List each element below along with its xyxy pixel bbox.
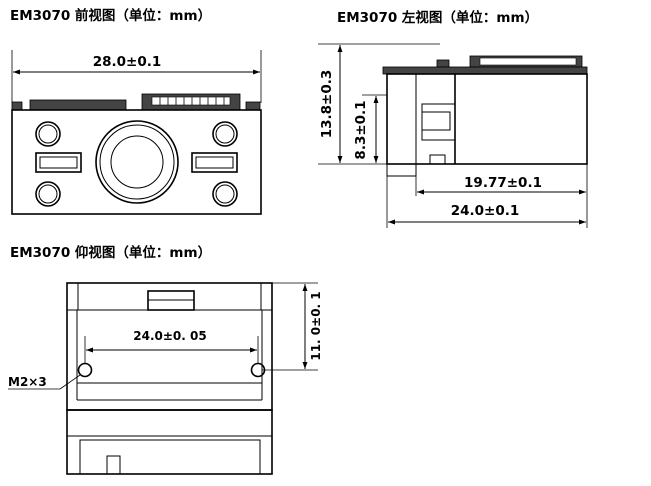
front-connectors <box>11 93 261 111</box>
front-lens <box>95 120 179 204</box>
left-pcb <box>382 66 588 75</box>
front-width-dimension: 28.0±0.1 <box>11 50 262 103</box>
bottom-screw-holes <box>77 362 266 378</box>
screw-callout: M2×3 <box>8 374 81 390</box>
bottom-view: EM3070 仰视图（单位：mm） 24.0 <box>8 244 323 475</box>
front-body <box>11 109 262 215</box>
bottom-lower-module <box>66 409 273 475</box>
bottom-view-title: EM3070 仰视图（单位：mm） <box>10 244 211 261</box>
bottom-height-label: 11. 0±0. 1 <box>309 291 323 360</box>
left-view-title: EM3070 左视图（单位：mm） <box>337 9 538 26</box>
left-total-length-label: 24.0±0.1 <box>451 203 520 219</box>
left-total-length-dimension: 24.0±0.1 <box>386 176 586 228</box>
front-view-title: EM3070 前视图（单位：mm） <box>10 7 211 24</box>
left-body <box>386 73 588 177</box>
front-mount-holes <box>35 121 238 207</box>
front-led-windows <box>35 152 238 173</box>
front-view: EM3070 前视图（单位：mm） 28.0±0.1 <box>10 7 262 215</box>
left-inner-height-dimension: 8.3±0.1 <box>353 94 387 163</box>
left-connectors <box>436 55 583 68</box>
bottom-hole-spacing-label: 24.0±0. 05 <box>133 329 206 343</box>
bottom-body <box>66 282 273 411</box>
front-width-label: 28.0±0.1 <box>93 54 162 70</box>
left-inner-length-dimension: 19.77±0.1 <box>415 164 588 228</box>
left-total-height-dimension: 13.8±0.3 <box>318 43 440 165</box>
left-total-height-label: 13.8±0.3 <box>319 70 335 139</box>
screw-callout-label: M2×3 <box>8 375 47 389</box>
left-view: EM3070 左视图（单位：mm） 13.8±0.3 8.3±0.1 <box>318 9 588 228</box>
left-inner-length-label: 19.77±0.1 <box>464 175 542 191</box>
bottom-height-dimension: 11. 0±0. 1 <box>200 282 323 371</box>
left-inner-height-label: 8.3±0.1 <box>353 100 369 159</box>
bottom-hole-spacing-dimension: 24.0±0. 05 <box>84 329 259 364</box>
